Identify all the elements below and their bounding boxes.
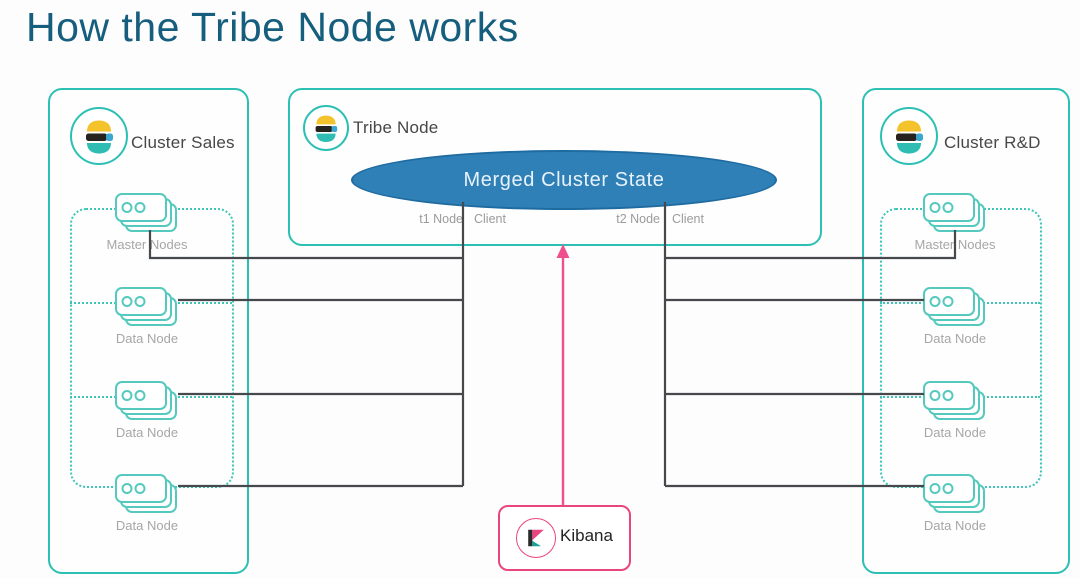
elasticsearch-logo <box>70 107 128 165</box>
elasticsearch-logo-icon <box>315 115 338 142</box>
t2-client-label: Client <box>672 212 704 226</box>
kibana-label: Kibana <box>560 526 613 545</box>
kibana-arrow <box>556 244 570 505</box>
node-label: Data Node <box>923 425 987 440</box>
elasticsearch-logo-icon <box>896 120 923 154</box>
master-nodes-item: Master Nodes <box>915 193 995 252</box>
data-node-item: Data Node <box>922 381 988 440</box>
elasticsearch-logo <box>303 105 349 151</box>
cluster-sales-label: Cluster Sales <box>131 133 235 152</box>
cluster-rd-label: Cluster R&D <box>944 133 1041 152</box>
node-label: Data Node <box>923 331 987 346</box>
elasticsearch-logo-icon <box>86 120 113 154</box>
server-stack-icon <box>923 287 985 326</box>
node-label: Master Nodes <box>106 237 188 252</box>
cluster-rd-box: Cluster R&D Master Nodes <box>862 88 1070 574</box>
server-stack-icon <box>115 474 177 513</box>
t1-client-label: Client <box>474 212 506 226</box>
data-node-item: Data Node <box>114 381 180 440</box>
node-label: Master Nodes <box>914 237 996 252</box>
node-label: Data Node <box>115 425 179 440</box>
tribe-node-box: Tribe Node Merged Cluster State t1 Node … <box>288 88 822 246</box>
t2-node-label: t2 Node <box>616 212 660 226</box>
page-title: How the Tribe Node works <box>26 4 519 50</box>
merged-cluster-state-label: Merged Cluster State <box>463 168 665 191</box>
node-label: Data Node <box>923 518 987 533</box>
data-node-item: Data Node <box>922 287 988 346</box>
kibana-logo <box>516 518 556 558</box>
server-stack-icon <box>923 381 985 420</box>
kibana-box: Kibana <box>498 505 631 571</box>
cluster-sales-box: Cluster Sales Master Nodes <box>48 88 249 574</box>
node-label: Data Node <box>115 331 179 346</box>
tribe-node-label: Tribe Node <box>353 118 439 137</box>
data-node-item: Data Node <box>922 474 988 533</box>
master-nodes-item: Master Nodes <box>107 193 187 252</box>
server-stack-icon <box>115 193 177 232</box>
elasticsearch-logo <box>880 107 938 165</box>
data-node-item: Data Node <box>114 474 180 533</box>
server-stack-icon <box>923 193 985 232</box>
data-node-item: Data Node <box>114 287 180 346</box>
merged-cluster-state-ellipse: Merged Cluster State <box>351 150 777 210</box>
server-stack-icon <box>115 381 177 420</box>
server-stack-icon <box>923 474 985 513</box>
t1-node-label: t1 Node <box>419 212 463 226</box>
node-label: Data Node <box>115 518 179 533</box>
kibana-logo-icon <box>528 529 544 547</box>
server-stack-icon <box>115 287 177 326</box>
